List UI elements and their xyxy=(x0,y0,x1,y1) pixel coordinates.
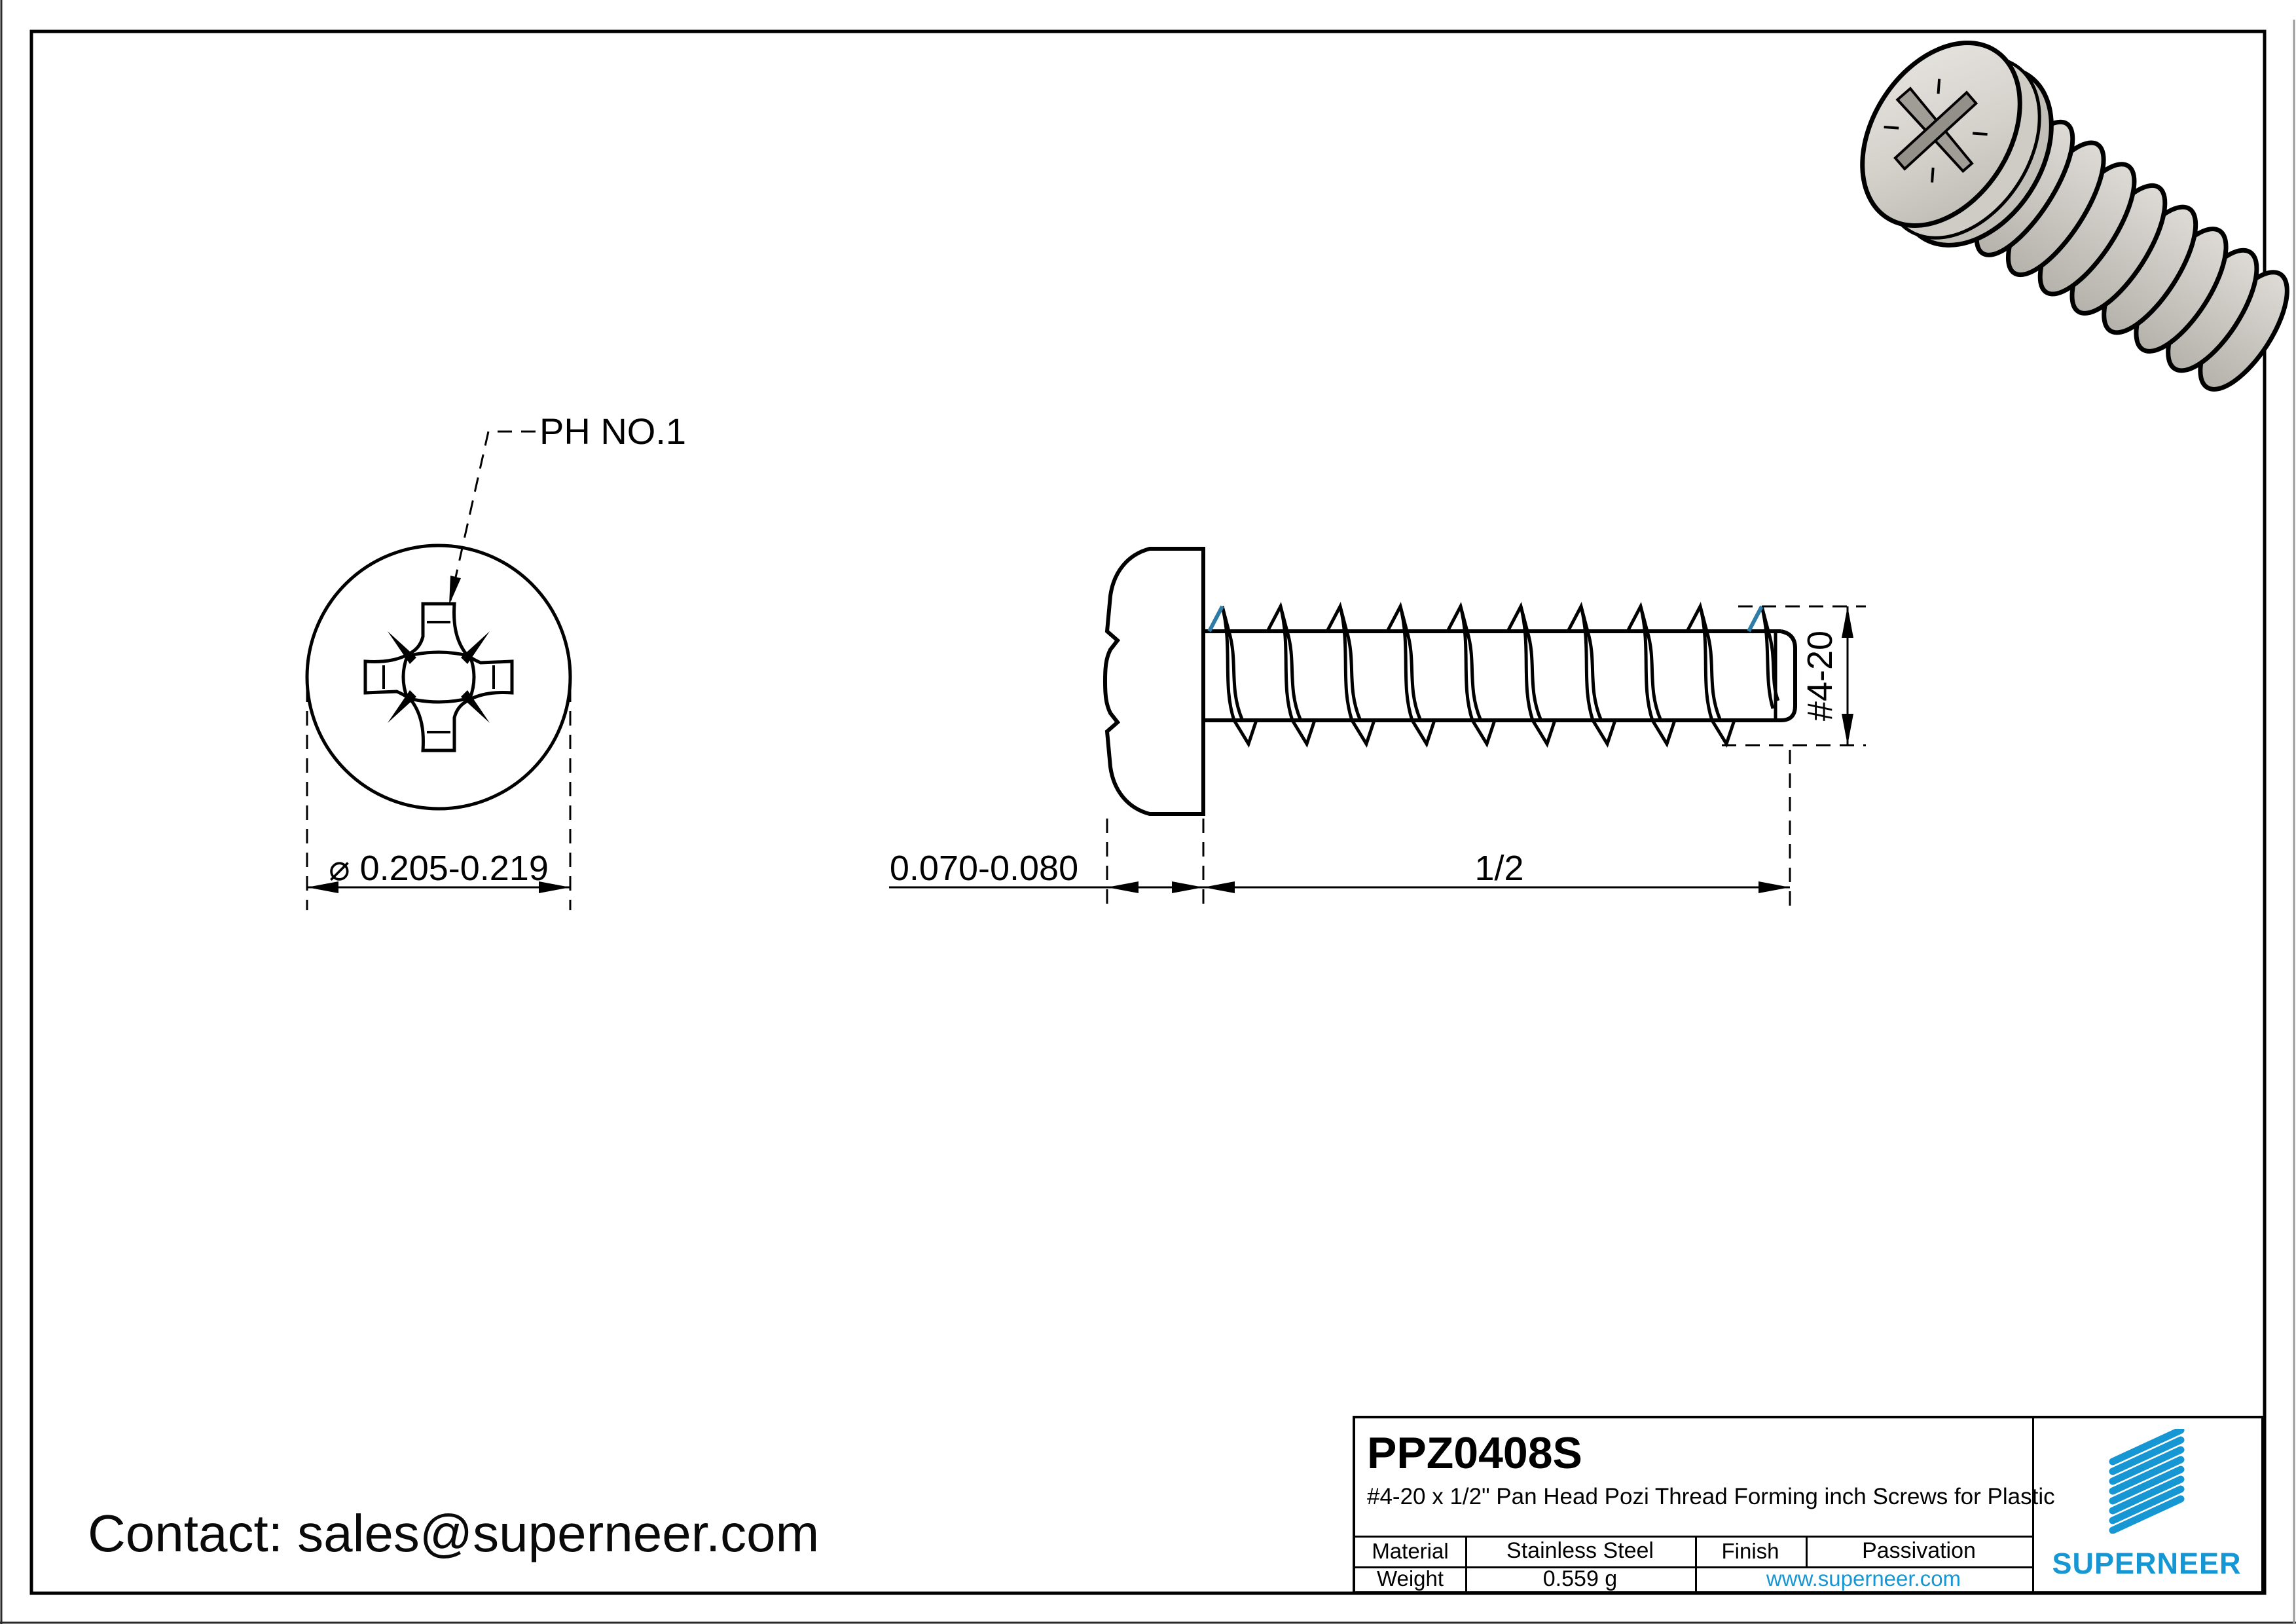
part-number: PPZ0408S xyxy=(1367,1428,1582,1478)
part-description: #4-20 x 1/2" Pan Head Pozi Thread Formin… xyxy=(1367,1484,2055,1509)
titleblock-divider xyxy=(1355,1566,2033,1568)
head-profile xyxy=(1102,547,1205,816)
finish-value: Passivation xyxy=(1862,1538,1976,1563)
pozi-recess-3d xyxy=(1884,79,1988,183)
contact-line: Contact: sales@superneer.com xyxy=(88,1504,820,1562)
thread-size-dimension: #4-20 xyxy=(1800,631,1840,721)
diameter-dimension: ⌀ 0.205-0.219 xyxy=(329,849,549,888)
material-value: Stainless Steel xyxy=(1506,1538,1654,1563)
titleblock-divider xyxy=(1695,1536,1697,1591)
website-link[interactable]: www.superneer.com xyxy=(1766,1566,1961,1591)
drive-leader xyxy=(449,430,536,605)
weight-value: 0.559 g xyxy=(1542,1566,1618,1591)
superneer-logo-icon xyxy=(2109,1429,2185,1534)
pozi-tip-steps xyxy=(382,621,495,733)
front-view xyxy=(305,544,572,811)
titleblock-divider xyxy=(2032,1418,2034,1591)
shank-outline xyxy=(1203,629,1797,722)
side-dimension-lines xyxy=(889,605,1866,910)
titleblock-divider xyxy=(1806,1536,1808,1566)
thread-accent-lines xyxy=(1207,605,1764,633)
titleblock-divider xyxy=(1355,1536,2033,1538)
side-view xyxy=(1102,547,1797,816)
diameter-dimension-lines xyxy=(306,688,572,910)
pozi-diagonal-ticks xyxy=(388,631,490,723)
brand-name: SUPERNEER xyxy=(2052,1547,2242,1580)
finish-label: Finish xyxy=(1721,1538,1779,1563)
thread-profile xyxy=(1220,602,1780,748)
length-dimension: 1/2 xyxy=(1474,849,1523,888)
leader-arrowhead xyxy=(449,576,461,605)
titleblock-divider xyxy=(1465,1536,1467,1591)
page-frame xyxy=(29,29,2267,1595)
material-label: Material xyxy=(1372,1538,1449,1563)
title-block: PPZ0408S #4-20 x 1/2" Pan Head Pozi Thre… xyxy=(1353,1416,2264,1594)
screw-3d-view xyxy=(1860,41,2289,392)
head-height-dimension: 0.070-0.080 xyxy=(890,849,1078,888)
weight-label: Weight xyxy=(1376,1566,1444,1591)
head-circle xyxy=(305,544,572,811)
drive-type-label: PH NO.1 xyxy=(539,411,686,452)
